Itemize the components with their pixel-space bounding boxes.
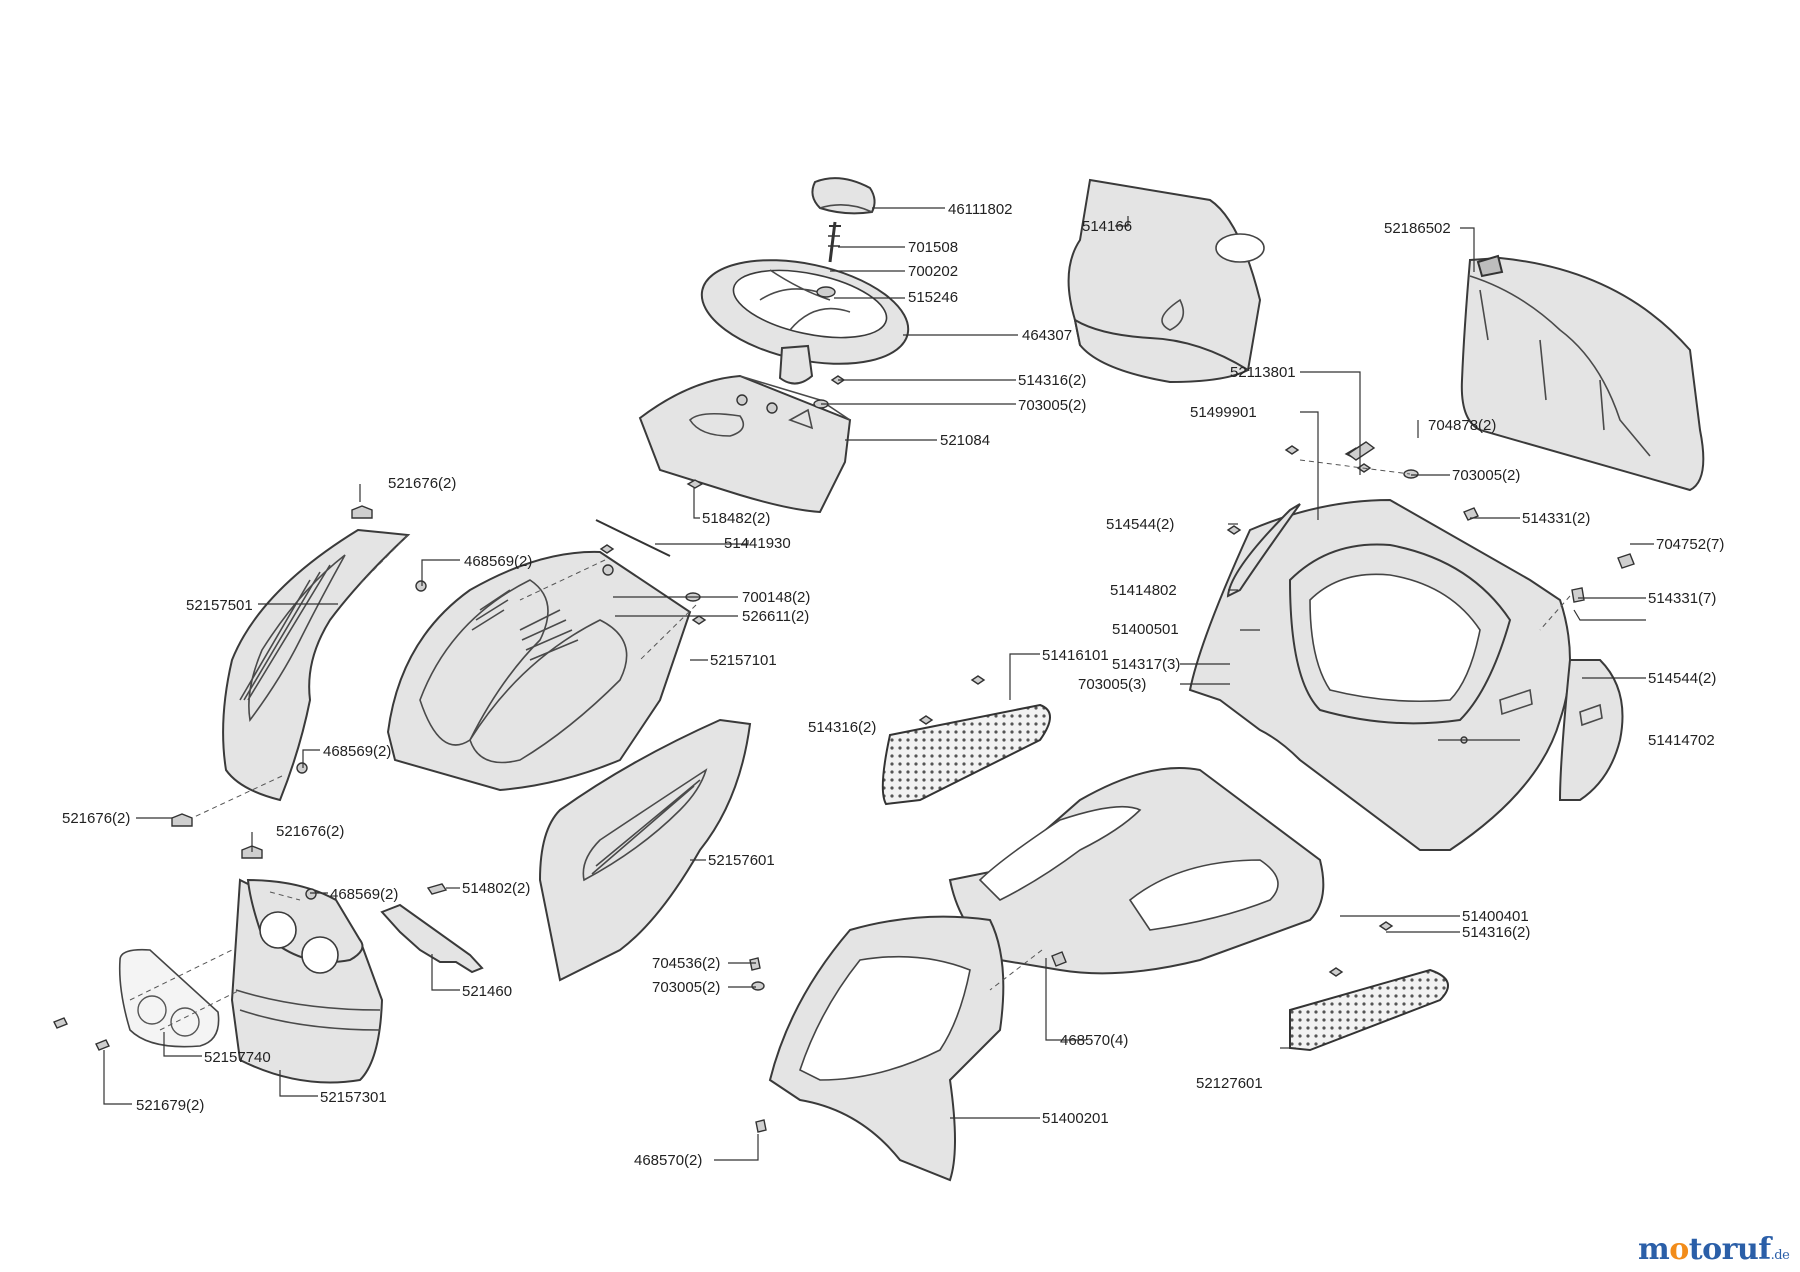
floor-hardware: [749, 675, 1394, 1133]
left-foot-mat-part: [881, 703, 1051, 806]
rear-body-part: [1188, 498, 1571, 851]
callout-468569-hood: 468569(2): [464, 553, 532, 570]
callout-514317: 514317(3): [1112, 656, 1180, 673]
callout-704752: 704752(7): [1656, 536, 1724, 553]
callout-700148: 700148(2): [742, 589, 810, 606]
steering-bolt-part: [828, 221, 841, 263]
callout-468569-panel: 468569(2): [323, 743, 391, 760]
steering-column-part: [778, 344, 814, 385]
callout-704536: 704536(2): [652, 955, 720, 972]
callout-51499901: 51499901: [1190, 404, 1257, 421]
callout-514331-top: 514331(2): [1522, 510, 1590, 527]
callout-703005-dash: 703005(2): [1018, 397, 1086, 414]
headlight-lens-part: [118, 948, 220, 1048]
callout-701508: 701508: [908, 239, 958, 256]
right-foot-mat-part: [1289, 968, 1449, 1052]
callout-46111802: 46111802: [948, 201, 1013, 218]
callout-514316-floor: 514316(2): [1462, 924, 1530, 941]
callout-labels: 46111802 701508 700202 515246 464307 514…: [62, 201, 1724, 1169]
dashboard-hardware: [686, 375, 846, 489]
callout-703005-cover: 703005(3): [1078, 676, 1146, 693]
callout-521084: 521084: [940, 432, 990, 449]
callout-521676-top: 521676(2): [388, 475, 456, 492]
dashboard-panel-part: [638, 374, 852, 514]
callout-515246: 515246: [908, 289, 958, 306]
callout-468570-four: 468570(4): [1060, 1032, 1128, 1049]
lens-hardware: [53, 1017, 110, 1051]
leader-lines: [103, 207, 1654, 1161]
callout-514331-side: 514331(7): [1648, 590, 1716, 607]
callout-52127601: 52127601: [1196, 1075, 1263, 1092]
grass-catcher-part: [1460, 254, 1705, 492]
callout-521679: 521679(2): [136, 1097, 204, 1114]
callout-52157501: 52157501: [186, 597, 253, 614]
callout-52113801: 52113801: [1230, 364, 1296, 381]
front-footplate-part: [768, 915, 1005, 1182]
callout-703005-rear: 703005(2): [1452, 467, 1520, 484]
callout-52157101: 52157101: [710, 652, 777, 669]
callout-704878: 704878(2): [1428, 417, 1496, 434]
left-panel-hardware: [171, 505, 427, 827]
callout-700202: 700202: [908, 263, 958, 280]
callout-468569-grill: 468569(2): [330, 886, 398, 903]
callout-514316-dash: 514316(2): [1018, 372, 1086, 389]
hood-rod-part: [595, 519, 671, 557]
callout-526611: 526611(2): [742, 608, 809, 625]
callout-52157301: 52157301: [320, 1089, 387, 1106]
left-side-panel-part: [222, 528, 411, 802]
callout-703005-floor: 703005(2): [652, 979, 720, 996]
callout-51416101: 51416101: [1042, 647, 1109, 664]
callout-51414702: 51414702: [1648, 732, 1715, 749]
callout-518482: 518482(2): [702, 510, 770, 527]
callout-514166: 514166: [1082, 218, 1132, 235]
callout-521460: 521460: [462, 983, 512, 1000]
callout-51400501: 51400501: [1112, 621, 1179, 638]
right-rear-bracket-part: [1558, 659, 1624, 801]
callout-468570-two: 468570(2): [634, 1152, 702, 1169]
floor-pan-part: [948, 767, 1325, 975]
callout-514544-left: 514544(2): [1106, 516, 1174, 533]
motoruf-logo: motoruf.de: [1638, 1232, 1790, 1267]
bracket-part: [380, 883, 484, 974]
left-rear-bracket-part: [1226, 503, 1301, 598]
steering-cap-part: [811, 177, 876, 215]
callout-521676-grill: 521676(2): [276, 823, 344, 840]
callout-514316-mat: 514316(2): [808, 719, 876, 736]
callout-514802: 514802(2): [462, 880, 530, 897]
right-fender-part: [538, 718, 752, 982]
callout-51441930: 51441930: [724, 535, 791, 552]
callout-52186502: 52186502: [1384, 220, 1451, 237]
callout-521676-lower: 521676(2): [62, 810, 130, 827]
callout-52157601: 52157601: [708, 852, 775, 869]
hood-part: [386, 550, 692, 792]
callout-51400401: 51400401: [1462, 908, 1529, 925]
callout-51400201: 51400201: [1042, 1110, 1109, 1127]
callout-52157740: 52157740: [204, 1049, 271, 1066]
callout-51414802: 51414802: [1110, 582, 1177, 599]
callout-464307: 464307: [1022, 327, 1072, 344]
seat-part: [1067, 178, 1265, 384]
callout-514544-right: 514544(2): [1648, 670, 1716, 687]
front-grill-part: [230, 878, 384, 1084]
cover-clip-part: [1346, 441, 1376, 461]
steering-wheel-part: [700, 259, 910, 365]
